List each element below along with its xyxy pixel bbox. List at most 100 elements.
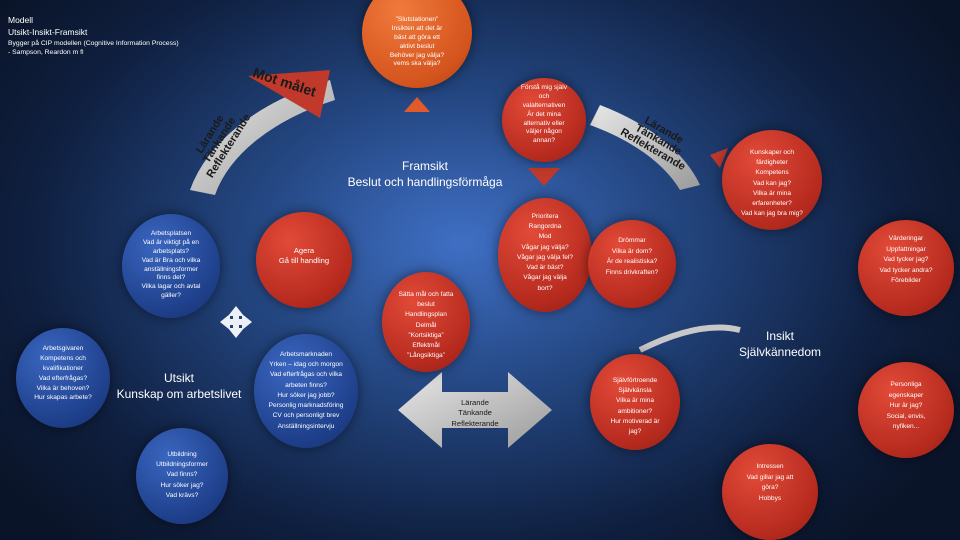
intressen-text: Intressen Vad gillar jag att göra? Hobby… [716,462,824,504]
satta-mal-line: beslut [417,301,435,309]
prioritera-line: Prioritera [531,213,559,220]
utbildning-line: Vad krävs? [165,491,199,499]
varderingar-line: Vad tycker jag? [883,256,929,264]
arbetsmarknaden-line: arbeten finns? [285,381,327,389]
kunskaper-text: Kunskaper och färdigheter Kompetens Vad … [716,148,828,220]
kunskaper-line: Kompetens [755,169,789,177]
slutstationen-circle [362,0,472,88]
insikt-subtitle: Självkännedom [738,345,822,360]
arbetsplatsen-line: Arbetsplatsen [150,230,192,237]
arrow-down-icon [528,168,560,186]
arbetsmarknaden-circle [254,334,358,448]
drommar-circle [588,220,676,308]
insikt-arrow [638,324,741,353]
prioritera-line: Vågar jag välja fel? [516,253,574,261]
arbetsplatsen-line: finns det? [156,274,186,282]
varderingar-line: Förebilder [891,277,921,285]
drommar-text: Drömmar Vilka är dom? Är de realistiska?… [584,236,680,278]
slutstationen-line: bäst att göra ett [394,33,440,41]
slutstationen-line: ”Slutstationen” [395,16,439,23]
satta-mal-line: Sätta mål och fatta [398,291,454,298]
arbetsplatsen-line: Vad är viktigt på en [143,238,199,246]
framsikt-title: Framsikt Beslut och handlingsförmåga [320,158,530,190]
forsta-line: valalternativen [522,101,566,109]
arrow-right-icon [710,148,728,168]
satta-mal-circle [382,272,470,372]
forsta-text: Förstå mig själv och valalternativen Är … [502,84,586,146]
header-line1: Modell [8,15,34,25]
arbetsgivaren-line: kvalifikationer [43,364,83,372]
arbetsmarknaden-line: Arbetsmarknaden [279,351,333,358]
header-line3: Bygger på CIP modellen (Cognitive Inform… [8,39,179,47]
satta-mal-line: Handlingsplan [405,311,447,319]
sjalvfortroende-line: ambitioner? [617,407,653,415]
slutstationen-line: aktivt beslut [399,42,435,50]
arbetsmarknaden-line: Vad efterfrågas och vilka [269,371,343,379]
forsta-line: alternativ eller [523,119,565,127]
four-way-arrow-icon [220,306,252,338]
slutstationen-line: Behöver jag välja? [389,51,445,59]
kunskaper-line: Vad kan jag? [752,179,791,187]
double-arrow-icon [398,372,552,448]
prioritera-text: Prioritera Rangordna Mod Vågar jag välja… [492,212,598,294]
arc-segment-left [190,80,335,195]
prioritera-line: bort? [537,284,553,292]
arbetsmarknaden-line: Personlig marknadsföring [268,402,344,410]
prioritera-line: Vågar jag välja? [521,243,569,251]
center-arrow-line: Tänkande [458,408,492,418]
utsikt-heading: Utsikt [164,371,194,385]
arbetsgivaren-line: Arbetsgivaren [42,345,84,352]
arbetsgivaren-line: Hur skapas arbete? [34,394,92,402]
arbetsplatsen-line: gäller? [161,292,181,300]
utbildning-line: Vad finns? [166,471,198,479]
framsikt-subtitle: Beslut och handlingsförmåga [347,175,503,190]
satta-mal-line: ”Långsiktiga” [407,352,445,360]
arbetsgivaren-line: Vilka är behoven? [36,384,90,392]
arc-segment-right [590,105,700,190]
arbetsgivaren-line: Kompetens och [40,354,86,362]
insikt-heading: Insikt [765,329,794,343]
arbetsplatsen-line: Vilka lagar och avtal [141,283,201,291]
arbetsmarknaden-text: Arbetsmarknaden Yrken – idag och morgon … [248,350,364,432]
drommar-line: Drömmar [618,237,646,244]
header-line2: Utsikt-Insikt-Framsikt [8,27,88,38]
sjalvfortroende-line: Självkänsla [618,387,652,395]
agera-line: Agera [293,246,315,255]
satta-mal-line: Effektmål [412,342,440,350]
sjalvfortroende-line: Hur motiverad är [610,417,660,425]
intressen-circle [722,444,818,540]
utbildning-circle [136,428,228,524]
framsikt-heading: Framsikt [402,159,448,173]
prioritera-line: Vad är bäst? [526,264,564,272]
arbetsgivaren-circle [16,328,110,428]
intressen-line: Vad gillar jag att [746,473,794,481]
intressen-line: Hobbys [758,494,782,502]
utsikt-title: Utsikt Kunskap om arbetslivet [104,370,254,402]
kunskaper-line: erfarenheter? [752,200,792,208]
arrow-head-top [248,70,330,118]
personliga-line: nyfiken... [892,423,920,431]
drommar-line: Finns drivkraften? [605,268,659,276]
utbildning-line: Utbildning [167,451,197,458]
arbetsmarknaden-line: Anställningsintervju [277,422,335,430]
prioritera-line: Mod [538,233,552,241]
insikt-title: Insikt Självkännedom [720,328,840,360]
utbildning-text: Utbildning Utbildningsformer Vad finns? … [132,450,232,501]
sjalvfortroende-text: Självförtroende Självkänsla Vilka är min… [584,376,686,437]
arbetsplatsen-circle [122,214,220,318]
utbildning-line: Utbildningsformer [156,461,208,469]
kunskaper-line: färdigheter [756,159,788,167]
utbildning-line: Hur söker jag? [160,481,204,489]
personliga-line: egenskaper [888,391,924,399]
center-arrow-line: Lärande [461,398,489,407]
arbetsplatsen-line: Vad är Bra och vilka [141,256,201,264]
personliga-line: Personliga [890,381,922,388]
arbetsmarknaden-line: Yrken – idag och morgon [269,361,343,369]
arbetsmarknaden-line: Hur söker jag jobb? [277,391,335,399]
sjalvfortroende-line: Vilka är mina [616,397,654,405]
intressen-line: Intressen [756,463,784,470]
arbetsplatsen-line: anställningsformer [144,265,198,273]
forsta-line: annan? [532,137,555,145]
slutstationen-line: vems ska välja? [393,60,441,68]
